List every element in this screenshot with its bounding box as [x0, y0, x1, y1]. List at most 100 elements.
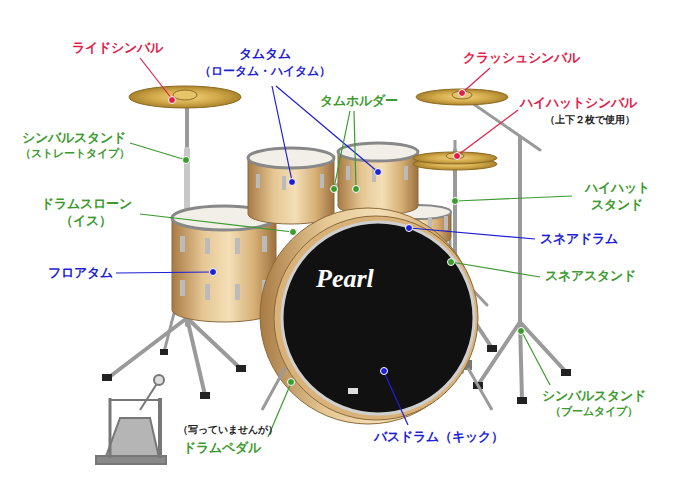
leader-dots-part: [210, 269, 217, 276]
bass-drum-part: [274, 216, 478, 420]
leader-lines-part: [410, 228, 535, 239]
floor-tom-part: [180, 236, 267, 300]
leader-dots-part: [406, 225, 413, 232]
leader-dots-part: [183, 157, 190, 164]
leader-dots-part: [289, 179, 296, 186]
leader-dots-part: [381, 368, 388, 375]
bass-drum: [260, 208, 492, 424]
leader-lines-part: [458, 110, 518, 155]
low-tom-part: [248, 148, 334, 168]
part-sublabel: （ストレートタイプ）: [8, 147, 142, 161]
part-sublabel: （ブームタイプ）: [536, 405, 652, 419]
low-tom-part: [256, 174, 324, 190]
rubber-feet-part: [200, 392, 210, 399]
rubber-feet-part: [102, 374, 112, 381]
drum-pedal-part: [109, 398, 112, 458]
leader-lines-part: [140, 58, 172, 99]
leader-lines-part: [522, 332, 550, 385]
part-label: クラッシュシンバル: [463, 50, 580, 67]
leader-dots-part: [459, 90, 466, 97]
part-label: ハイハットシンバル: [520, 95, 637, 112]
bass-drum-part: [468, 368, 492, 410]
logo-text: Pearl: [316, 262, 374, 296]
part-label: タムタム: [215, 46, 315, 63]
floor-tom-part-part: [235, 238, 240, 254]
part-label: バスドラム（キック）: [374, 429, 504, 446]
drum-pedal-part: [154, 375, 164, 385]
high-tom-part-part: [404, 166, 408, 180]
leader-lines-part: [451, 262, 540, 277]
straight-cymbal-stand-part: [108, 318, 187, 378]
leader-dots-part: [288, 379, 295, 386]
leader-dots-part: [375, 169, 382, 176]
rubber-feet-part: [160, 349, 168, 355]
high-tom: [338, 143, 418, 215]
part-label: シンバルスタンド: [22, 130, 126, 147]
leader-dots-part: [169, 97, 176, 104]
hihat-cymbals: [413, 140, 497, 170]
drum-pedal: [96, 375, 166, 464]
leader-dots-part: [518, 328, 525, 335]
low-tom-part-part: [282, 176, 286, 190]
leader-dots-part: [331, 186, 338, 193]
leader-lines-part: [384, 372, 408, 425]
part-label: フロアタム: [48, 265, 113, 282]
leader-lines-part: [116, 272, 212, 273]
boom-cymbal-stand-part: [520, 322, 566, 372]
rubber-feet-part: [561, 369, 571, 376]
drum-pedal-part: [158, 398, 162, 458]
ride-cymbal-part: [129, 86, 241, 108]
bass-drum-part: [348, 388, 358, 394]
leader-dots-part: [353, 186, 360, 193]
ride-cymbal: [129, 86, 241, 108]
drum-pedal-part: [110, 399, 160, 401]
rubber-feet-part: [517, 397, 527, 404]
ride-cymbal-part: [173, 90, 197, 100]
drum-pedal-part: [140, 382, 158, 410]
high-tom-part: [338, 143, 418, 161]
boom-cymbal-stand-part: [478, 322, 520, 385]
low-tom-part-part: [320, 174, 324, 188]
rubber-feet-part: [236, 365, 246, 372]
hihat-cymbals-part: [446, 153, 464, 159]
part-label: タムホルダー: [320, 93, 398, 110]
part-label: シンバルスタンド: [542, 388, 646, 405]
leader-lines-part: [354, 111, 356, 188]
boom-cymbal-stand-part: [518, 138, 522, 330]
part-label: ハイハット スタンド: [575, 180, 659, 214]
floor-tom-part-part: [235, 284, 240, 300]
straight-cymbal-stand-part: [187, 318, 240, 368]
leader-lines-part: [334, 111, 350, 188]
boom-cymbal-stand: [462, 96, 566, 400]
note-label: （上下２枚で使用）: [545, 113, 635, 126]
leader-lines: [116, 58, 572, 437]
leader-dots-part: [448, 259, 455, 266]
drum-pedal-part: [96, 456, 166, 464]
leader-dots-part: [454, 153, 461, 160]
leader-dots: [169, 90, 525, 386]
high-tom-part-part: [346, 166, 350, 180]
leader-lines-part: [140, 214, 293, 232]
leader-dots-part: [452, 198, 459, 205]
note-label: （写っていませんが）: [178, 423, 278, 436]
rubber-feet-part: [487, 345, 497, 352]
leader-lines-part: [272, 86, 292, 181]
part-label: スネアスタンド: [545, 268, 636, 285]
leader-lines-part: [462, 68, 490, 93]
low-tom: [248, 148, 334, 224]
bass-drum-part: [282, 222, 474, 414]
low-tom-part-part: [256, 174, 260, 188]
part-sublabel: （ロータム・ハイタム）: [190, 64, 340, 80]
part-label: ドラムペダル: [183, 440, 261, 457]
hihat-cymbals-part: [413, 152, 497, 164]
snare-drum-part-part: [444, 216, 448, 230]
floor-tom-part-part: [180, 280, 185, 296]
part-label: ドラムスローン （イス）: [34, 196, 138, 230]
part-label: ライドシンバル: [72, 40, 163, 57]
part-label: スネアドラム: [540, 231, 618, 248]
floor-tom-part-part: [205, 238, 210, 254]
leader-lines-part: [456, 196, 572, 201]
crash-cymbal-part: [416, 89, 508, 105]
